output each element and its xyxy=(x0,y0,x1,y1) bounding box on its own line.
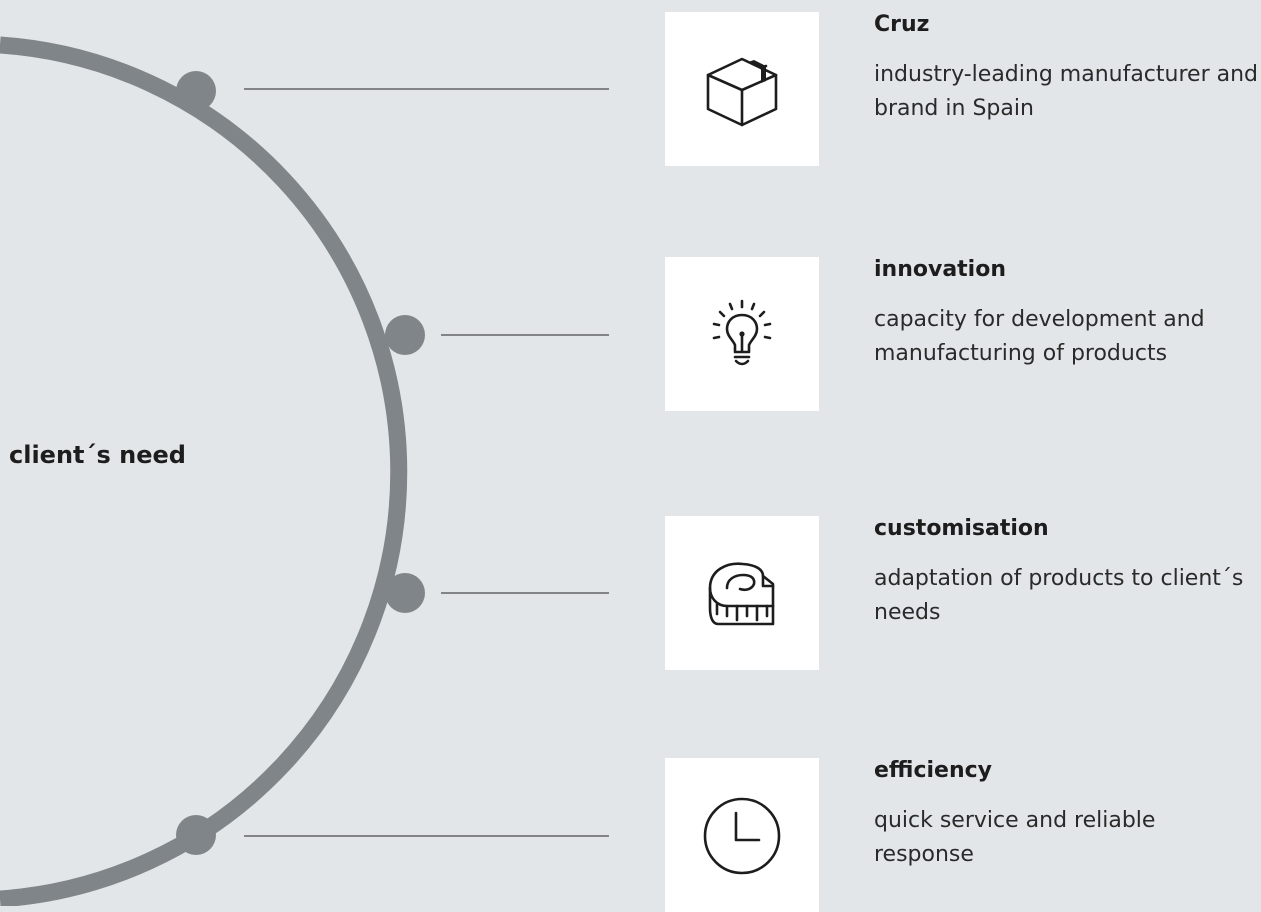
arc-node-4 xyxy=(176,815,216,855)
feature-innovation: innovation capacity for development and … xyxy=(874,257,1259,371)
measuring-tape-icon xyxy=(708,562,775,626)
feature-title: customisation xyxy=(874,516,1049,541)
arc-node-2 xyxy=(385,315,425,355)
feature-icon-box-2 xyxy=(665,257,819,411)
feature-title: innovation xyxy=(874,257,1006,282)
client-need-arc xyxy=(0,36,408,906)
feature-title: efficiency xyxy=(874,758,993,783)
feature-customisation: customisation adaptation of products to … xyxy=(874,516,1259,630)
clock-icon xyxy=(703,797,781,875)
feature-icon-box-3 xyxy=(665,516,819,670)
feature-description: capacity for development and manufacturi… xyxy=(874,307,1205,366)
feature-description: adaptation of products to client´s needs xyxy=(874,566,1244,625)
feature-icon-box-4 xyxy=(665,758,819,912)
feature-efficiency: efficiency quick service and reliable re… xyxy=(874,758,1259,872)
feature-description: industry-leading manufacturer and brand … xyxy=(874,62,1258,121)
feature-title: Cruz xyxy=(874,12,930,37)
arc-node-3 xyxy=(385,573,425,613)
arc-node-1 xyxy=(176,71,216,111)
lightbulb-icon xyxy=(712,299,772,366)
feature-cruz: Cruz industry-leading manufacturer and b… xyxy=(874,12,1259,126)
feature-icon-box-1 xyxy=(665,12,819,166)
center-label: client´s need xyxy=(9,441,186,469)
feature-description: quick service and reliable response xyxy=(874,808,1156,867)
package-box-icon xyxy=(706,57,778,127)
